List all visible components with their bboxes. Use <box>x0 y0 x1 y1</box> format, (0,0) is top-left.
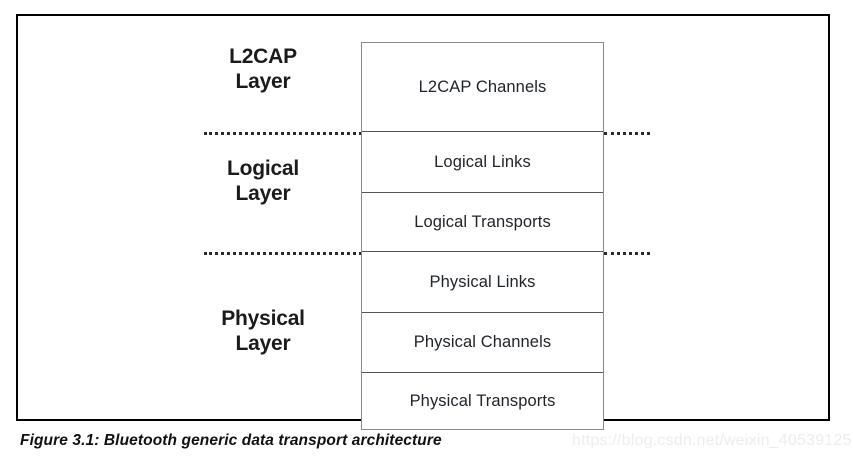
layer-separator-2-right <box>604 252 650 255</box>
layer-label-logical: Logical Layer <box>226 157 300 205</box>
layer-label-l2cap: L2CAP Layer <box>229 45 297 93</box>
architecture-stack: L2CAP Channels Logical Links Logical Tra… <box>361 42 604 430</box>
stack-cell-l2cap-channels: L2CAP Channels <box>362 43 603 132</box>
layer-separator-1-right <box>604 132 650 135</box>
stack-cell-physical-channels: Physical Channels <box>362 313 603 373</box>
layer-separator-2-left <box>204 252 362 255</box>
stack-cell-physical-links: Physical Links <box>362 252 603 313</box>
layer-label-physical: Physical Layer <box>221 307 305 355</box>
stack-cell-logical-links: Logical Links <box>362 132 603 193</box>
watermark-url: https://blog.csdn.net/weixin_40539125 <box>572 432 852 449</box>
stack-cell-physical-transports: Physical Transports <box>362 373 603 429</box>
layer-separator-1-left <box>204 132 362 135</box>
figure-frame: L2CAP Layer Logical Layer Physical Layer… <box>16 14 830 430</box>
figure-caption: Figure 3.1: Bluetooth generic data trans… <box>20 432 442 449</box>
stack-cell-logical-transports: Logical Transports <box>362 193 603 252</box>
